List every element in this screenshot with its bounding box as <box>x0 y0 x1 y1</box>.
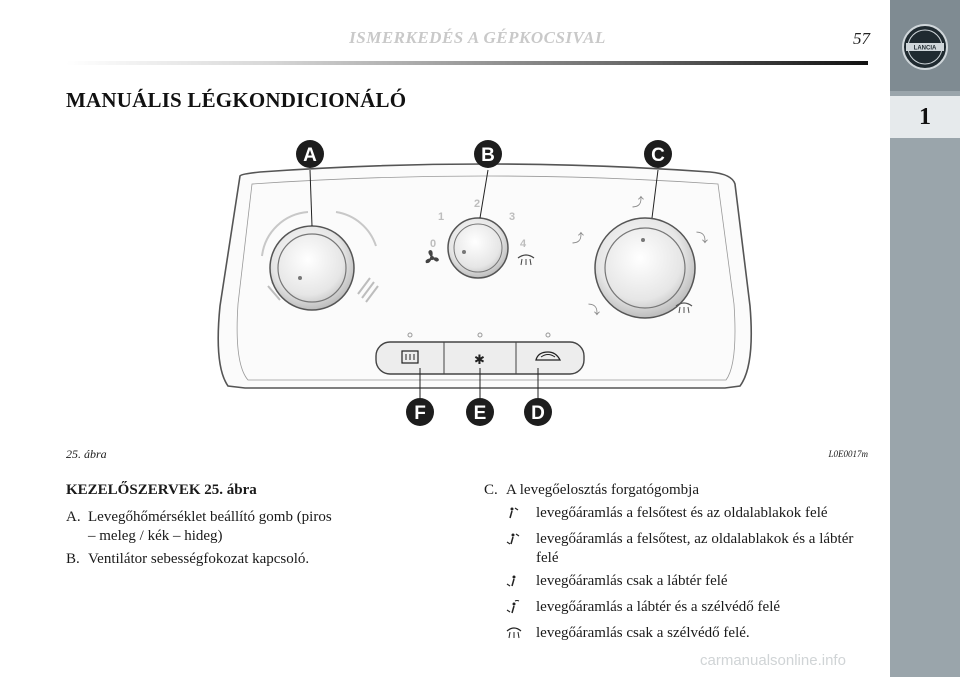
figure-code: L0E0017m <box>828 449 868 459</box>
chapter-sidebar: LANCIA 1 <box>890 0 960 677</box>
section-heading: KEZELŐSZERVEK 25. ábra <box>66 482 257 498</box>
item-text: Levegőhőmérséklet beállító gomb (piros –… <box>88 509 332 544</box>
item-text: levegőáramlás a felsőtest és az oldalabl… <box>536 505 828 521</box>
ac-compressor-button[interactable]: ✱ <box>474 353 485 368</box>
callout-b: B <box>474 140 502 168</box>
list-item: levegőáramlás a felsőtest, az oldalablak… <box>484 530 874 568</box>
page-number: 57 <box>853 29 870 48</box>
fan-scale-0: 0 <box>430 238 436 250</box>
fan-scale-2: 2 <box>474 198 480 210</box>
callout-d: D <box>524 398 552 426</box>
list-item: levegőáramlás csak a lábtér felé <box>484 572 874 594</box>
fan-scale-3: 3 <box>509 211 515 223</box>
windscreen-icon <box>517 254 535 266</box>
callout-a: A <box>296 140 324 168</box>
dist-feet-windscreen-mark: ⤵ <box>696 231 708 245</box>
recirculation-button[interactable] <box>535 351 562 361</box>
feet-windscreen-vent-icon <box>506 598 528 620</box>
climate-control-figure: 0 1 2 3 4 ⤴ ⤴ ⤵ ⤵ <box>217 140 753 426</box>
windscreen-vent-icon <box>506 624 528 646</box>
fan-scale-1: 1 <box>438 211 444 223</box>
rear-defrost-button[interactable] <box>401 350 419 364</box>
svg-text:A: A <box>303 145 317 166</box>
svg-text:F: F <box>414 403 426 424</box>
running-header: ISMERKEDÉS A GÉPKOCSIVAL <box>349 28 606 47</box>
dist-face-mark: ⤴ <box>632 194 644 209</box>
list-item: C. A levegőelosztás forgatógombja <box>484 481 874 500</box>
dist-feet-mark: ⤵ <box>588 303 600 317</box>
svg-text:C: C <box>651 145 665 166</box>
lancia-logo-icon: LANCIA <box>902 24 948 70</box>
fan-scale-4: 4 <box>520 238 527 250</box>
page-title: MANUÁLIS LÉGKONDICIONÁLÓ <box>66 88 407 112</box>
item-text: levegőáramlás csak a lábtér felé <box>536 573 728 589</box>
watermark: carmanualsonline.info <box>700 652 846 669</box>
list-item: B. Ventilátor sebességfokozat kapcsoló. <box>66 550 426 569</box>
item-text: A levegőelosztás forgatógombja <box>506 482 700 498</box>
controls-right-column: C. A levegőelosztás forgatógombja levegő… <box>484 481 874 646</box>
list-item: levegőáramlás csak a szélvédő felé. <box>484 624 874 646</box>
svg-text:LANCIA: LANCIA <box>914 46 937 52</box>
item-text: levegőáramlás a lábtér és a szélvédő fel… <box>536 599 781 615</box>
callout-c: C <box>644 140 672 168</box>
list-item: levegőáramlás a lábtér és a szélvédő fel… <box>484 598 874 620</box>
figure-caption: 25. ábra <box>66 447 107 461</box>
face-vent-icon <box>506 504 528 526</box>
feet-vent-icon <box>506 572 528 594</box>
callout-f: F <box>406 398 434 426</box>
sidebar-logo-area: LANCIA <box>890 0 960 91</box>
svg-text:B: B <box>481 145 495 166</box>
svg-text:D: D <box>531 403 545 424</box>
list-item: levegőáramlás a felsőtest és az oldalabl… <box>484 504 874 526</box>
list-item: A. Levegőhőmérséklet beállító gomb (piro… <box>66 508 426 546</box>
air-distribution-knob: ⤴ ⤴ ⤵ ⤵ <box>572 194 708 319</box>
dist-face-feet-mark: ⤴ <box>572 230 584 245</box>
fan-speed-knob: 0 1 2 3 4 <box>425 198 535 279</box>
header-rule <box>66 61 868 65</box>
chapter-number: 1 <box>890 96 960 138</box>
dist-windscreen-mark <box>675 302 693 314</box>
svg-text:E: E <box>474 403 487 424</box>
item-text: Ventilátor sebességfokozat kapcsoló. <box>88 551 310 567</box>
temperature-knob <box>261 211 379 311</box>
fan-icon <box>425 250 439 264</box>
item-text: levegőáramlás csak a szélvédő felé. <box>536 625 750 641</box>
callout-e: E <box>466 398 494 426</box>
item-text: levegőáramlás a felsőtest, az oldalablak… <box>536 531 854 566</box>
item-letter: B. <box>66 551 80 567</box>
face-feet-vent-icon <box>506 530 528 568</box>
controls-left-column: KEZELŐSZERVEK 25. ábra A. Levegőhőmérsék… <box>66 481 426 573</box>
item-letter: C. <box>484 482 498 498</box>
item-letter: A. <box>66 509 81 525</box>
